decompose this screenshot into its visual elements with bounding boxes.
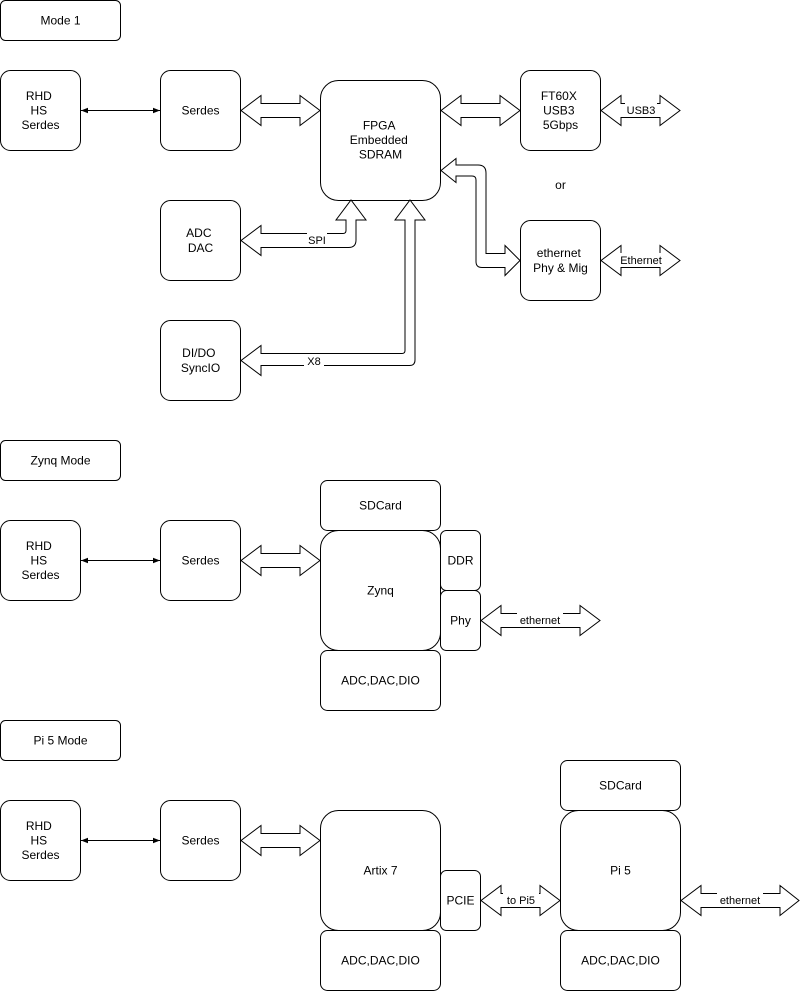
pi5-serdes-box[interactable]: Serdes bbox=[160, 800, 241, 881]
zynq-sdcard-label: SDCard bbox=[359, 499, 402, 513]
pi5-sdcard-label: SDCard bbox=[599, 779, 642, 793]
zynq-rhd-box[interactable]: RHD HS Serdes bbox=[0, 520, 81, 601]
mode1-rhd-label: RHD HS Serdes bbox=[21, 89, 59, 132]
zynq-phy-box[interactable]: Phy bbox=[440, 590, 481, 651]
zynq-rhd-label: RHD HS Serdes bbox=[21, 539, 59, 582]
mode1-ft60x-label: FT60X USB3 5Gbps bbox=[541, 89, 580, 132]
mode1-dio-box[interactable]: DI/DO SyncIO bbox=[160, 320, 241, 401]
mode1-ethernet-label-bg bbox=[619, 253, 663, 267]
zynq-serdes-zynq-arrow bbox=[240, 544, 321, 577]
mode1-ethernet-phy-label: ethernet Phy & Mig bbox=[533, 246, 588, 275]
mode1-spi-label: SPI bbox=[308, 235, 326, 247]
pi5-artix-label: Artix 7 bbox=[363, 864, 397, 878]
pi5-adc-pi5-label: ADC,DAC,DIO bbox=[581, 954, 660, 968]
pi5-pcie-box[interactable]: PCIE bbox=[440, 870, 481, 931]
pi5-section: Pi 5 Mode RHD HS Serdes Serdes Artix 7 P… bbox=[0, 720, 800, 991]
pi5-rhd-label: RHD HS Serdes bbox=[21, 819, 59, 862]
mode1-fpga-box[interactable]: FPGA Embedded SDRAM bbox=[320, 80, 441, 201]
mode1-adc-box[interactable]: ADC DAC bbox=[160, 200, 241, 281]
mode1-x8-label: X8 bbox=[307, 356, 320, 368]
pi5-serdes-artix-arrow bbox=[240, 824, 321, 857]
pi5-board-label: Pi 5 bbox=[610, 864, 631, 878]
mode1-spi-label-bg bbox=[307, 233, 327, 247]
zynq-phy-label: Phy bbox=[450, 614, 471, 628]
pi5-ethernet-label: ethernet bbox=[720, 895, 760, 907]
mode1-rhd-box[interactable]: RHD HS Serdes bbox=[0, 70, 81, 151]
zynq-serdes-label: Serdes bbox=[181, 554, 219, 568]
pi5-to-pi5-label: to Pi5 bbox=[507, 895, 535, 907]
mode1-serdes-label: Serdes bbox=[181, 104, 219, 118]
mode1-serdes-fpga-arrow bbox=[240, 94, 321, 127]
zynq-title: Zynq Mode bbox=[30, 454, 90, 468]
mode1-title-box[interactable]: Mode 1 bbox=[0, 0, 121, 41]
pi5-serdes-label: Serdes bbox=[181, 834, 219, 848]
pi5-ethernet-label-bg bbox=[717, 893, 763, 907]
pi5-adc-pi5-box[interactable]: ADC,DAC,DIO bbox=[560, 930, 681, 991]
mode1-ethernet-label: Ethernet bbox=[620, 255, 662, 267]
pi5-board-box[interactable]: Pi 5 bbox=[560, 810, 681, 931]
mode1-x8-arrow bbox=[240, 199, 426, 377]
mode1-usb3-label: USB3 bbox=[627, 105, 656, 117]
pi5-artix-box[interactable]: Artix 7 bbox=[320, 810, 441, 931]
mode1-fpga-ethernet-arrow bbox=[440, 157, 521, 277]
mode1-x8-label-bg bbox=[304, 355, 324, 368]
mode1-spi-arrow bbox=[240, 199, 367, 257]
zynq-section: Zynq Mode RHD HS Serdes Serdes SDCard Zy… bbox=[0, 440, 601, 711]
zynq-ethernet-label-bg bbox=[517, 613, 563, 627]
zynq-chip-label: Zynq bbox=[367, 584, 394, 598]
zynq-serdes-box[interactable]: Serdes bbox=[160, 520, 241, 601]
zynq-ethernet-label: ethernet bbox=[520, 615, 560, 627]
mode1-serdes-box[interactable]: Serdes bbox=[160, 70, 241, 151]
mode1-adc-label: ADC DAC bbox=[186, 226, 215, 255]
mode1-title: Mode 1 bbox=[40, 14, 80, 28]
zynq-ddr-label: DDR bbox=[448, 554, 474, 568]
mode1-dio-label: DI/DO SyncIO bbox=[181, 346, 220, 375]
mode1-section: Mode 1 RHD HS Serdes Serdes FPGA Embedde… bbox=[0, 0, 681, 401]
pi5-to-pi5-label-bg bbox=[503, 893, 539, 907]
zynq-adc-box[interactable]: ADC,DAC,DIO bbox=[320, 650, 441, 711]
pi5-adc-artix-box[interactable]: ADC,DAC,DIO bbox=[320, 930, 441, 991]
pi5-adc-artix-label: ADC,DAC,DIO bbox=[341, 954, 420, 968]
mode1-fpga-ft60x-arrow bbox=[440, 94, 521, 127]
zynq-title-box[interactable]: Zynq Mode bbox=[0, 440, 121, 481]
zynq-ddr-box[interactable]: DDR bbox=[440, 530, 481, 591]
mode1-ft60x-box[interactable]: FT60X USB3 5Gbps bbox=[520, 70, 601, 151]
mode1-usb3-label-bg bbox=[625, 103, 657, 117]
pi5-rhd-box[interactable]: RHD HS Serdes bbox=[0, 800, 81, 881]
mode1-ethernet-box[interactable]: ethernet Phy & Mig bbox=[520, 220, 601, 301]
mode1-fpga-label: FPGA Embedded SDRAM bbox=[350, 119, 411, 162]
zynq-sdcard-box[interactable]: SDCard bbox=[320, 480, 441, 531]
zynq-chip-box[interactable]: Zynq bbox=[320, 530, 441, 651]
pi5-title-box[interactable]: Pi 5 Mode bbox=[0, 720, 121, 761]
mode1-or-label: or bbox=[555, 178, 566, 192]
pi5-sdcard-box[interactable]: SDCard bbox=[560, 760, 681, 811]
pi5-title: Pi 5 Mode bbox=[33, 734, 87, 748]
pi5-pcie-label: PCIE bbox=[446, 894, 474, 908]
zynq-adc-label: ADC,DAC,DIO bbox=[341, 674, 420, 688]
